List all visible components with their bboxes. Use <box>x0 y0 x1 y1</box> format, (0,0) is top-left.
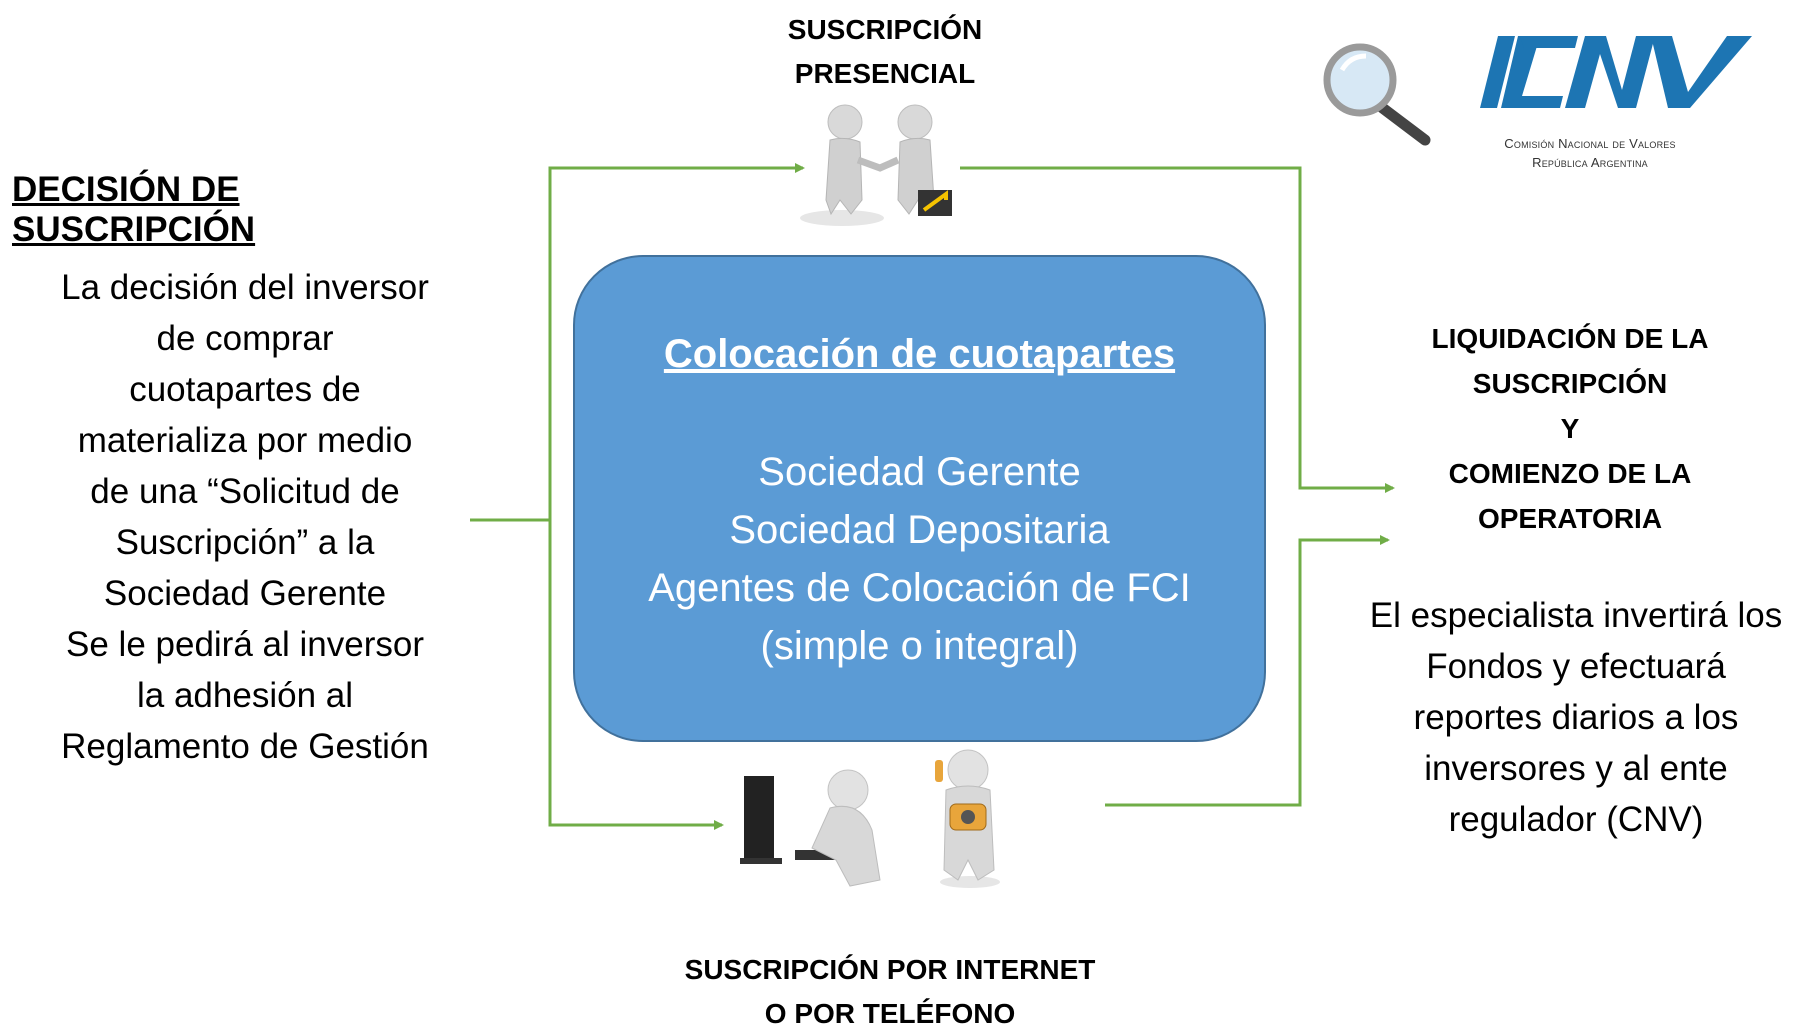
liquidacion-title-line: Y <box>1560 413 1580 444</box>
decision-line: Reglamento de Gestión <box>61 727 429 766</box>
decision-line: de una “Solicitud de <box>90 472 400 511</box>
liquidacion-line: Fondos y efectuará <box>1426 647 1726 686</box>
colocacion-title: Colocación de cuotapartes <box>663 332 1176 376</box>
magnifier-icon <box>1323 43 1431 146</box>
liquidacion-title-line: LIQUIDACIÓN DE LA <box>1431 323 1709 354</box>
decision-line: Suscripción” a la <box>115 523 375 562</box>
liquidacion-line: El especialista invertirá los <box>1369 596 1783 635</box>
decision-line: la adhesión al <box>137 676 353 715</box>
decision-line: de comprar <box>156 319 334 358</box>
arrow-internet-to-liquidacion <box>1105 535 1390 807</box>
internet-label-line-1: SUSCRIPCIÓN POR INTERNET <box>684 954 1096 985</box>
phone-person-icon <box>935 749 1000 888</box>
presencial-label-line-2: PRESENCIAL <box>794 58 976 89</box>
entity-line: Sociedad Depositaria <box>729 508 1110 552</box>
liquidacion-line: inversores y al ente <box>1424 749 1728 788</box>
liquidacion-description: El especialista invertirá los Fondos y e… <box>1340 590 1812 845</box>
decision-description: La decisión del inversor de comprar cuot… <box>20 262 470 772</box>
decision-line: Sociedad Gerente <box>103 574 387 613</box>
logo-subtitle-line-2: República Argentina <box>1532 155 1648 170</box>
internet-label-line-2: O POR TELÉFONO <box>764 998 1016 1029</box>
decision-line: La decisión del inversor <box>61 268 429 307</box>
internet-telefono-label: SUSCRIPCIÓN POR INTERNET O POR TELÉFONO <box>620 948 1160 1036</box>
computer-user-icon <box>740 769 881 887</box>
presencial-label-line-1: SUSCRIPCIÓN <box>787 14 983 45</box>
colocacion-box: Colocación de cuotapartes Sociedad Geren… <box>573 255 1266 742</box>
handshake-people-icon <box>800 104 952 226</box>
arrow-to-internet <box>548 520 724 830</box>
liquidacion-title: LIQUIDACIÓN DE LA SUSCRIPCIÓN Y COMIENZO… <box>1385 316 1755 541</box>
liquidacion-line: regulador (CNV) <box>1448 800 1704 839</box>
entity-line: Agentes de Colocación de FCI <box>648 566 1191 610</box>
colocacion-entities: Sociedad Gerente Sociedad Depositaria Ag… <box>575 443 1264 675</box>
logo-subtitle-line-1: Comisión Nacional de Valores <box>1504 136 1676 151</box>
cnv-logo <box>1480 36 1752 108</box>
liquidacion-title-line: SUSCRIPCIÓN <box>1472 368 1668 399</box>
decision-line: Se le pedirá al inversor <box>66 625 424 664</box>
presencial-label: SUSCRIPCIÓN PRESENCIAL <box>700 8 1070 96</box>
arrow-presencial-to-liquidacion <box>960 166 1395 493</box>
liquidacion-title-line: OPERATORIA <box>1477 503 1663 534</box>
logo-subtitle: Comisión Nacional de Valores República A… <box>1440 134 1740 172</box>
entity-line: Sociedad Gerente <box>758 450 1081 494</box>
liquidacion-title-line: COMIENZO DE LA <box>1448 458 1692 489</box>
decision-line: materializa por medio <box>77 421 413 460</box>
decision-line: cuotapartes de <box>129 370 361 409</box>
decision-title: DECISIÓN DE SUSCRIPCIÓN <box>12 170 256 249</box>
entity-line: (simple o integral) <box>760 624 1079 668</box>
arrow-to-presencial <box>548 163 805 520</box>
liquidacion-line: reportes diarios a los <box>1413 698 1739 737</box>
